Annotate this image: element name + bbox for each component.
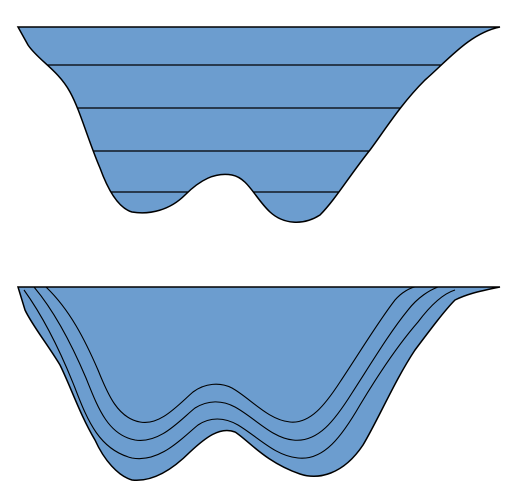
upper-basin-section	[16, 26, 501, 223]
lower-basin-fill	[18, 287, 500, 481]
upper-basin-outline	[16, 26, 501, 223]
lower-contour-line	[33, 287, 439, 441]
lower-basin-outline	[16, 286, 501, 481]
lower-basin-section	[16, 286, 501, 481]
upper-basin-fill	[18, 27, 500, 223]
lower-contour-line	[23, 289, 456, 460]
lower-contour-line	[45, 287, 416, 424]
